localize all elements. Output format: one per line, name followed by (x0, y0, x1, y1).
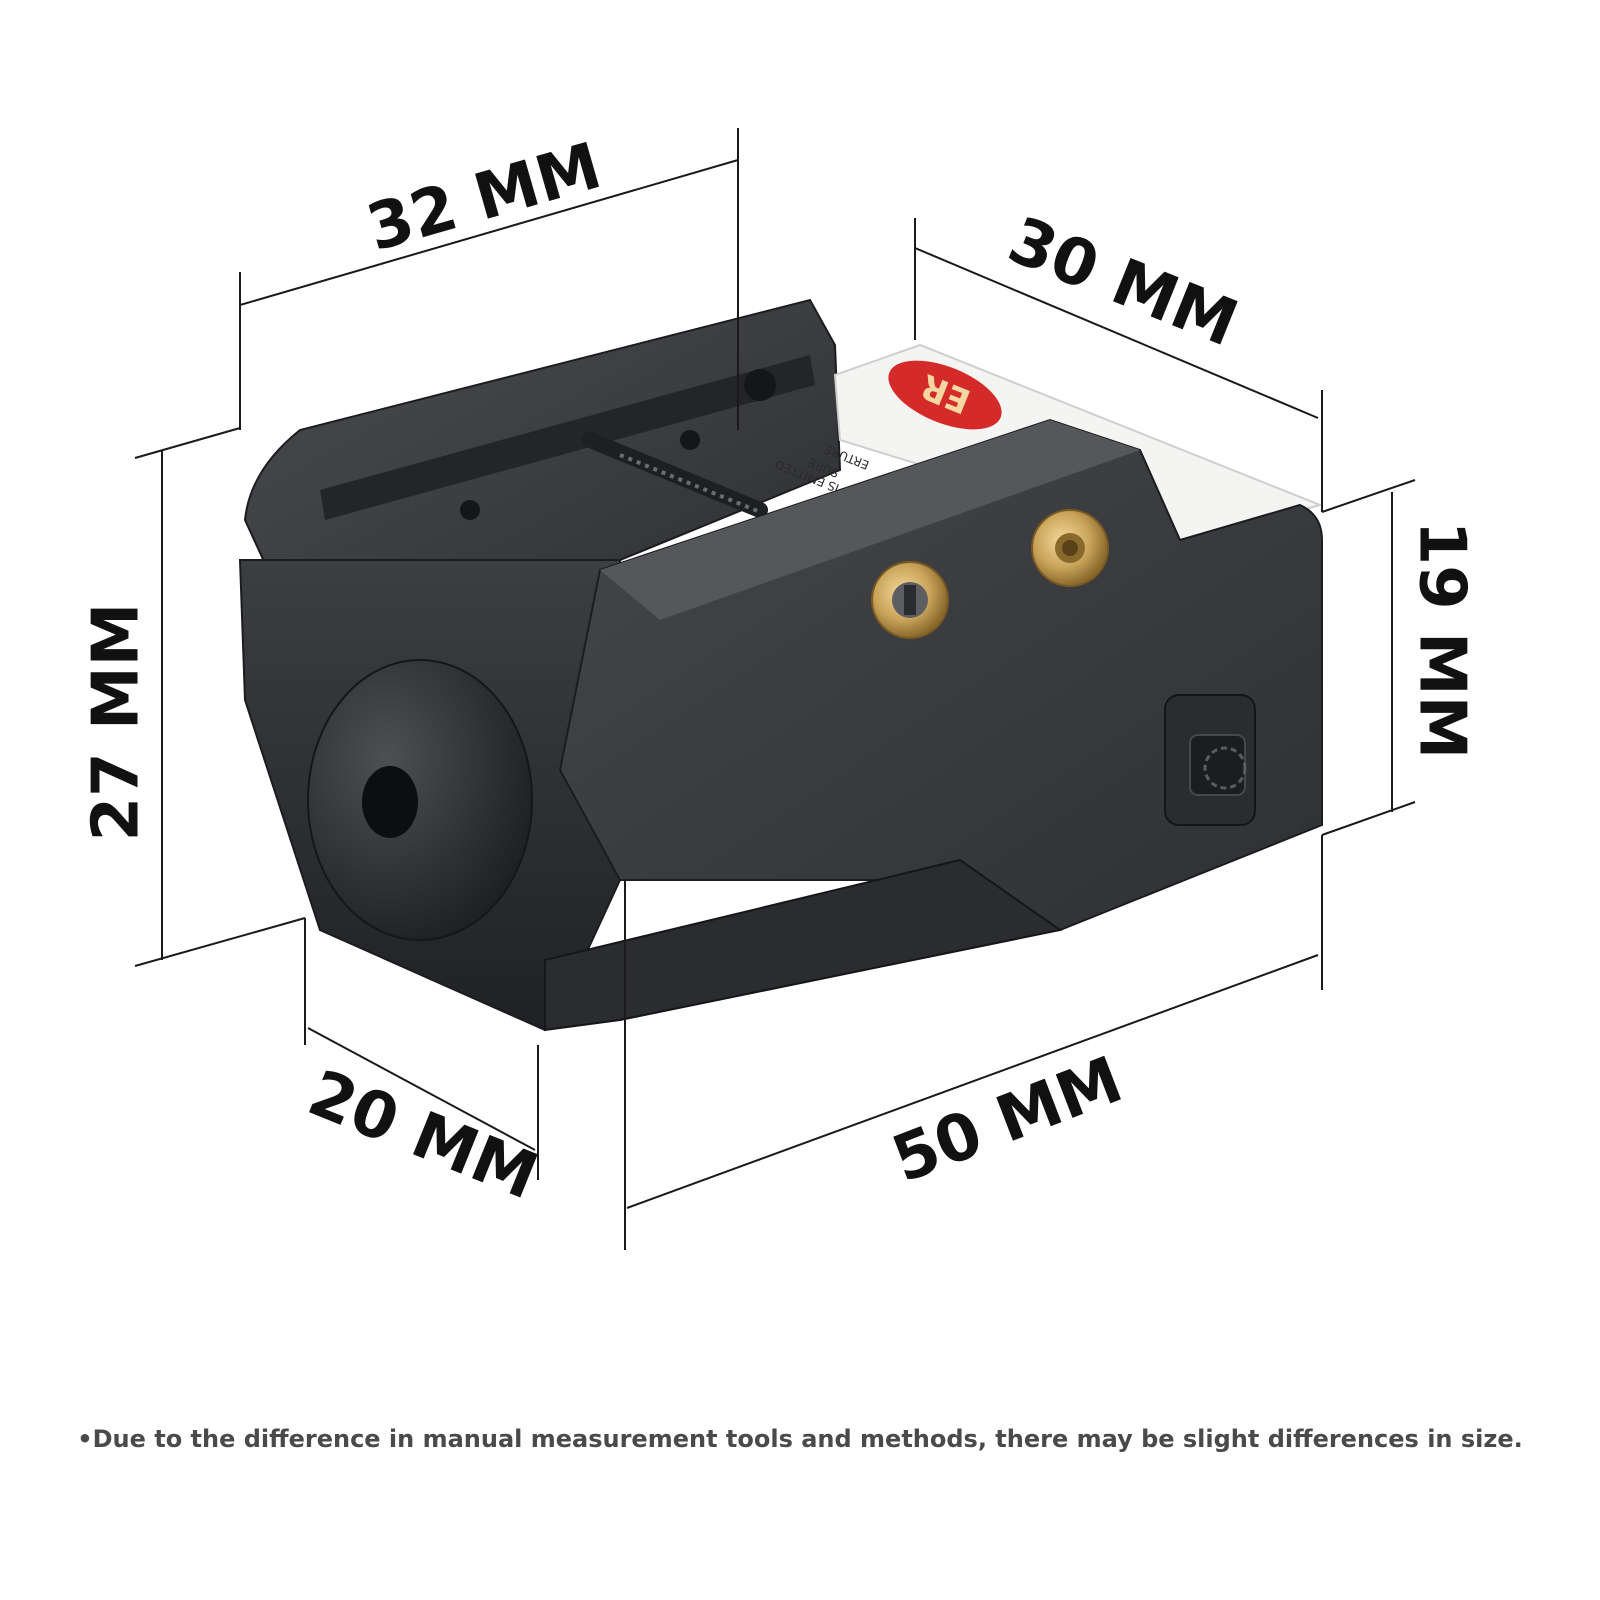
measurement-disclaimer: •Due to the difference in manual measure… (77, 1425, 1523, 1453)
body-top-ridge (600, 420, 1140, 620)
front-lens-cap (307, 659, 533, 941)
power-icon (1203, 746, 1247, 790)
spring-screw (582, 432, 768, 518)
dim-ext-body-height-top (1321, 479, 1416, 513)
dim-line-top-width (239, 159, 739, 306)
rail-hole-small (680, 430, 700, 450)
dim-ext-body-height-bottom (1321, 801, 1416, 836)
dim-ext-total-height-bottom (134, 917, 306, 967)
rail-hole (744, 369, 776, 401)
dim-label-top-depth: 30 MM (998, 204, 1247, 362)
dim-label-top-width: 32 MM (359, 129, 609, 266)
dim-label-total-height: 27 MM (80, 603, 154, 842)
dim-line-front-width (307, 1027, 536, 1151)
elevation-adjust-screw (1031, 509, 1109, 587)
dim-label-body-height: 19 MM (1404, 521, 1478, 760)
dim-label-front-width: 20 MM (298, 1057, 547, 1215)
windage-adjust-screw (871, 561, 949, 639)
lower-rail-clamp (544, 858, 1063, 1032)
power-switch (1164, 694, 1256, 826)
dim-label-length: 50 MM (883, 1043, 1132, 1198)
dim-line-length (626, 954, 1319, 1209)
rail-groove (320, 355, 815, 520)
rail-hole-small-2 (460, 500, 480, 520)
rear-clamp-body (243, 298, 842, 642)
dim-line-top-depth (914, 247, 1319, 419)
dimension-lines (134, 128, 1416, 1250)
laser-sight-product: ER SURE IS EMITTED ERTURE (238, 298, 1324, 1032)
dim-ext-total-height-top (134, 427, 241, 459)
